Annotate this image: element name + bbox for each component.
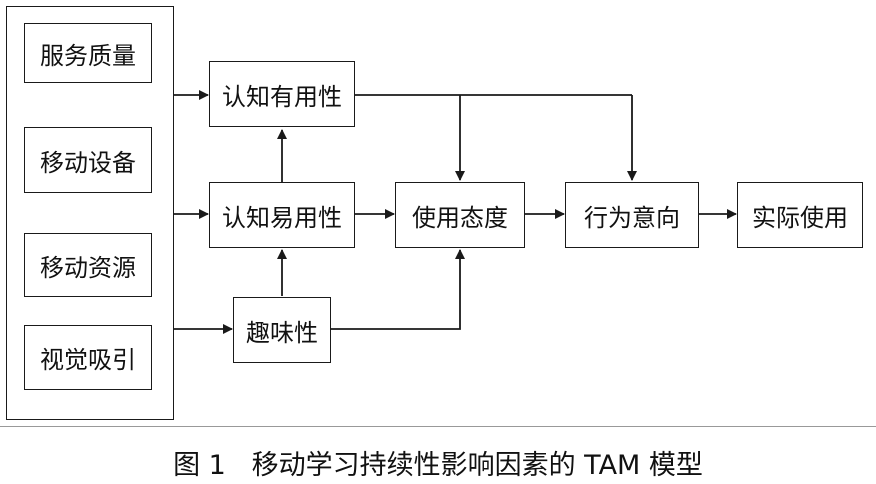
divider [0,426,876,427]
node-perceived-usefulness: 认知有用性 [209,61,355,127]
node-interest: 趣味性 [233,297,331,363]
node-attitude: 使用态度 [395,182,525,248]
node-actual-use: 实际使用 [737,182,863,248]
arrow-interest-to-attitude [330,249,465,330]
node-intention: 行为意向 [565,182,699,248]
figure-caption: 图 1 移动学习持续性影响因素的 TAM 模型 [173,450,703,481]
node-mobile-resource: 移动资源 [24,233,152,297]
node-perceived-ease: 认知易用性 [209,182,355,248]
node-service-quality: 服务质量 [24,23,152,83]
external-factors-group [6,6,174,420]
node-visual-appeal: 视觉吸引 [24,325,152,390]
node-mobile-device: 移动设备 [24,127,152,193]
